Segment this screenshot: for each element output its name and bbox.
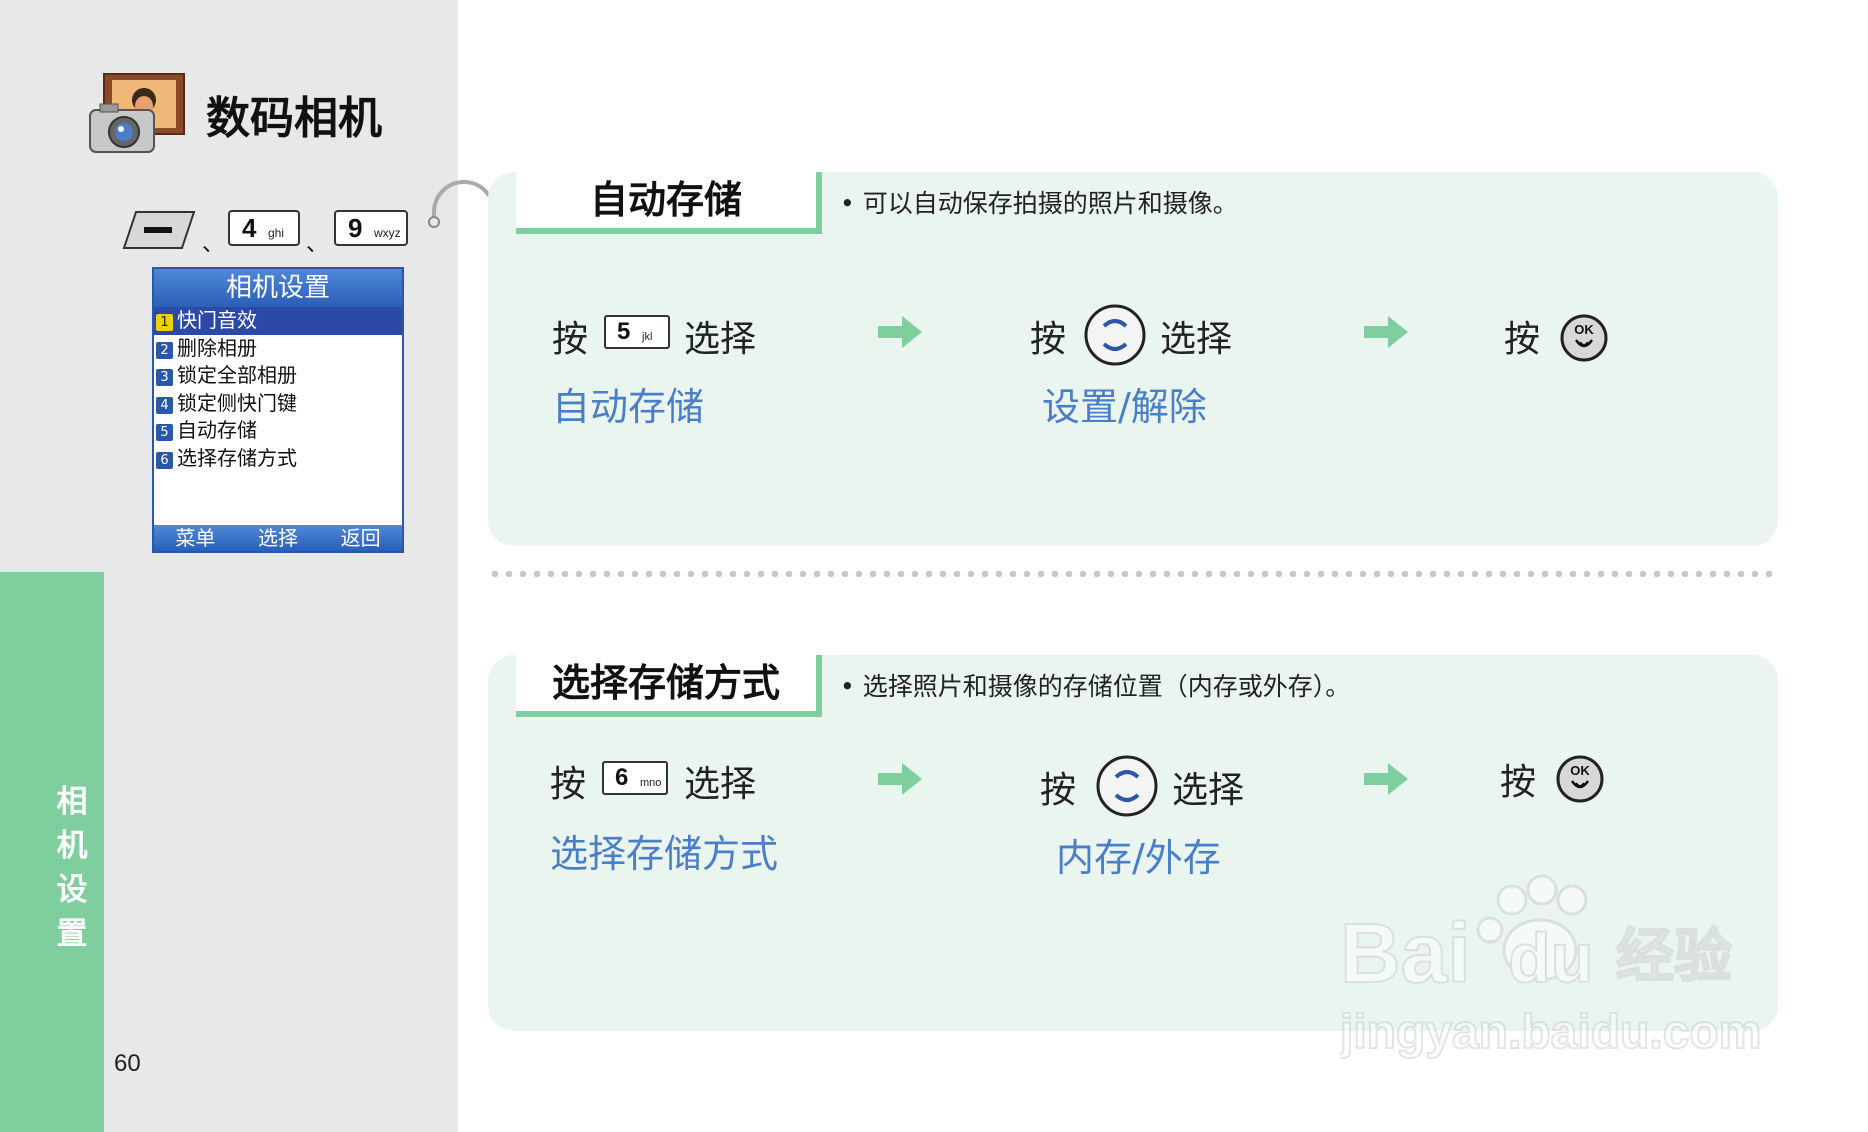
arrow-right-icon [1364,316,1408,348]
step-2-pre: 按 [1040,770,1077,811]
nav-key-icon [1096,755,1158,817]
key-6: 6 mno [602,761,668,795]
panel-auto-save: 自动存储 •可以自动保存拍摄的照片和摄像。 按 5 jkl 选择 自动存储 按 … [488,172,1778,546]
arrow-right-icon [878,763,922,795]
menu-item-number: 2 [156,341,173,359]
arrow-right-icon [1364,763,1408,795]
side-tab-char: 相 [56,784,88,820]
side-tab-char: 机 [56,828,88,864]
step-2-post: 选择 [1160,319,1233,360]
step-3-pre: 按 [1504,319,1541,360]
menu-item-label: 选择存储方式 [177,445,297,470]
step-1-post: 选择 [684,319,757,360]
menu-item-label: 锁定侧快门键 [177,390,297,415]
arrow-right-icon [878,316,922,348]
step-3-pre: 按 [1500,762,1537,803]
menu-item-number: 5 [156,424,173,441]
key-5: 5 jkl [604,315,670,349]
panel-title-box: 自动存储 [516,172,822,234]
menu-item-label: 锁定全部相册 [177,363,297,387]
step-2-option: 内存/外存 [1056,836,1221,880]
svg-text:OK: OK [1570,763,1590,778]
menu-item-number: 6 [156,451,173,469]
side-tab-char: 设 [56,872,88,908]
phone-softkey-bar: 菜单 选择 返回 [154,525,402,551]
phone-screen-title: 相机设置 [154,269,402,307]
side-tab-char: 置 [56,916,88,952]
key-4: 4 ghi [228,210,300,246]
bullet: • [840,672,855,701]
step-1-pre: 按 [552,319,589,360]
panel-title: 自动存储 [589,177,742,222]
step-1-pre: 按 [550,764,587,805]
step-1-option: 自动存储 [552,385,705,429]
menu-item-label: 快门音效 [177,308,257,332]
ok-key-icon: OK [1560,314,1608,362]
step-2-option: 设置/解除 [1042,385,1207,429]
key-separator: 、 [306,232,329,257]
key-9: 9 wxyz [334,210,408,246]
step-2-post: 选择 [1172,770,1245,811]
camera-icon [89,73,185,153]
menu-item-number: 4 [156,396,173,414]
svg-text:经验: 经验 [1616,924,1732,989]
step-1-post: 选择 [684,764,757,805]
svg-text:jingyan.baidu.com: jingyan.baidu.com [1340,1006,1761,1059]
dotted-divider [488,570,1778,578]
side-tab [0,572,104,1132]
svg-text:OK: OK [1574,322,1594,337]
baidu-watermark-logo: Bai du 经验 jingyan.baidu.com [1340,874,1762,1060]
softkey-back: 返回 [340,526,381,550]
side-tab-char-1: 相机设置 [52,780,92,956]
menu-item-label: 删除相册 [177,335,257,360]
menu-item-number: 3 [156,369,173,386]
page-title: 数码相机 [206,93,382,144]
softkey-menu: 菜单 [175,526,216,550]
svg-text:du: du [1508,919,1594,997]
bullet: • [840,189,855,218]
panel-description: •可以自动保存拍摄的照片和摄像。 [840,189,1238,218]
nav-key-icon [1084,304,1146,366]
softkey-select: 选择 [257,526,298,550]
side-tab-label: 相机设置 [52,780,92,956]
menu-softkey-icon [122,211,196,249]
svg-text:Bai: Bai [1340,906,1471,1000]
step-1-option: 选择存储方式 [550,832,779,876]
panel-title: 选择存储方式 [551,660,780,705]
panel-description: •选择照片和摄像的存储位置（内存或外存）。 [840,672,1351,701]
menu-item-number: 1 [156,314,173,331]
page-number: 60 [114,1050,141,1077]
key-sequence: 、 4 ghi 、 9 wxyz [122,206,422,257]
ok-key-icon: OK [1556,755,1604,803]
step-2-pre: 按 [1030,319,1067,360]
menu-item-label: 自动存储 [177,418,257,442]
key-separator: 、 [202,232,225,257]
panel-title-box: 选择存储方式 [516,655,822,717]
